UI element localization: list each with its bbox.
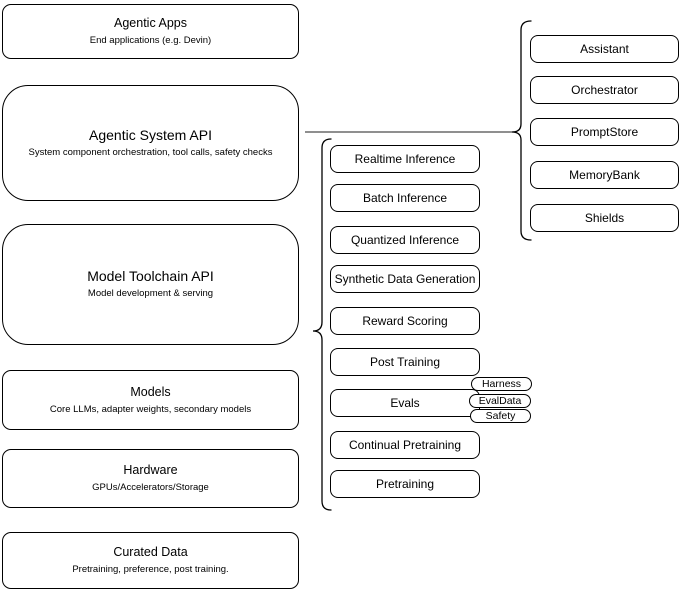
toolchain-label: Pretraining: [375, 477, 435, 491]
components-group-brace: [511, 20, 532, 241]
toolchain-group-brace: [312, 138, 332, 511]
component-box-shields: Shields: [530, 204, 679, 232]
toolchain-box-synthetic-data-generation: Synthetic Data Generation: [330, 265, 480, 293]
toolchain-box-quantized-inference: Quantized Inference: [330, 226, 480, 254]
node-model-toolchain-api: Model Toolchain API Model development & …: [2, 224, 299, 345]
toolchain-box-realtime-inference: Realtime Inference: [330, 145, 480, 173]
component-box-assistant: Assistant: [530, 35, 679, 63]
toolchain-label: Quantized Inference: [350, 233, 460, 247]
toolchain-label: Synthetic Data Generation: [334, 272, 476, 286]
node-title: Model Toolchain API: [87, 268, 214, 284]
toolchain-label: Post Training: [369, 355, 441, 369]
eval-tag-label: Harness: [481, 378, 522, 390]
toolchain-label: Reward Scoring: [362, 314, 448, 328]
component-label: PromptStore: [570, 125, 639, 139]
component-box-orchestrator: Orchestrator: [530, 76, 679, 104]
node-subtitle: End applications (e.g. Devin): [89, 35, 212, 46]
node-models: Models Core LLMs, adapter weights, secon…: [2, 370, 299, 430]
component-label: MemoryBank: [569, 168, 640, 182]
component-label: Shields: [584, 211, 625, 225]
node-title: Hardware: [123, 463, 178, 477]
toolchain-label: Batch Inference: [362, 191, 448, 205]
node-subtitle: Pretraining, preference, post training.: [72, 564, 229, 575]
node-subtitle: Model development & serving: [87, 288, 214, 299]
node-subtitle: System component orchestration, tool cal…: [28, 146, 273, 158]
node-hardware: Hardware GPUs/Accelerators/Storage: [2, 449, 299, 508]
component-box-promptstore: PromptStore: [530, 118, 679, 146]
eval-tag-label: Safety: [485, 410, 516, 422]
toolchain-box-post-training: Post Training: [330, 348, 480, 376]
eval-tag-label: EvalData: [478, 395, 522, 407]
toolchain-label: Continual Pretraining: [348, 438, 462, 452]
node-title: Agentic Apps: [114, 16, 187, 30]
node-title: Curated Data: [113, 545, 188, 559]
toolchain-box-batch-inference: Batch Inference: [330, 184, 480, 212]
eval-tag-safety: Safety: [470, 409, 531, 423]
node-curated-data: Curated Data Pretraining, preference, po…: [2, 532, 299, 589]
component-label: Assistant: [580, 42, 629, 56]
toolchain-box-pretraining: Pretraining: [330, 470, 480, 498]
eval-tag-evaldata: EvalData: [469, 394, 531, 408]
toolchain-box-evals: Evals: [330, 389, 480, 417]
node-subtitle: Core LLMs, adapter weights, secondary mo…: [49, 403, 252, 415]
toolchain-label: Realtime Inference: [354, 152, 456, 166]
eval-tag-harness: Harness: [471, 377, 532, 391]
node-title: Agentic System API: [89, 126, 212, 143]
toolchain-box-reward-scoring: Reward Scoring: [330, 307, 480, 335]
node-agentic-system-api: Agentic System API System component orch…: [2, 85, 299, 201]
component-box-memorybank: MemoryBank: [530, 161, 679, 189]
node-subtitle: GPUs/Accelerators/Storage: [92, 482, 209, 493]
component-label: Orchestrator: [571, 83, 638, 97]
toolchain-label: Evals: [390, 396, 420, 410]
node-title: Models: [130, 384, 171, 399]
node-agentic-apps: Agentic Apps End applications (e.g. Devi…: [2, 4, 299, 59]
toolchain-box-continual-pretraining: Continual Pretraining: [330, 431, 480, 459]
